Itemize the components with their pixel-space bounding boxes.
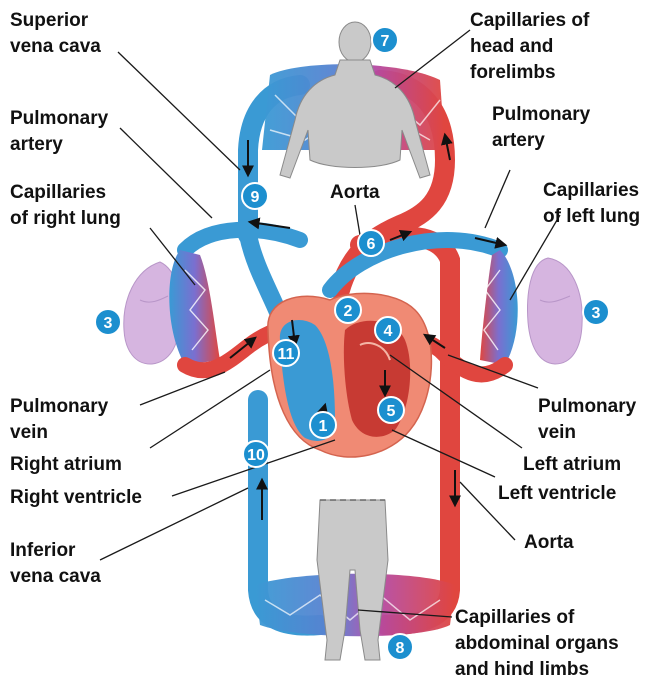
svg-text:9: 9 xyxy=(251,189,260,206)
step-badge-10: 10 xyxy=(243,441,269,467)
svg-text:5: 5 xyxy=(387,403,396,420)
step-badge-4: 4 xyxy=(375,317,401,343)
step-badge-3-right: 3 xyxy=(583,299,609,325)
lower-capillary-bed xyxy=(255,574,455,637)
step-badge-1: 1 xyxy=(310,412,336,438)
upper-body-figure xyxy=(280,22,430,178)
left-lung xyxy=(528,258,583,364)
step-badge-5: 5 xyxy=(378,397,404,423)
svg-text:8: 8 xyxy=(396,640,405,657)
label-left-atrium: Left atrium xyxy=(523,454,621,475)
label-right-atrium: Right atrium xyxy=(10,454,122,475)
label-pulmonary-vein-left: Pulmonary vein xyxy=(10,396,113,443)
label-right-ventricle: Right ventricle xyxy=(10,487,142,508)
label-inferior-vena-cava: Inferior vena cava xyxy=(10,540,101,587)
label-pulmonary-artery-right: Pulmonary artery xyxy=(492,104,595,151)
svg-text:3: 3 xyxy=(592,305,601,322)
step-badge-3-left: 3 xyxy=(95,309,121,335)
svg-text:2: 2 xyxy=(344,303,353,320)
step-badge-7: 7 xyxy=(372,27,398,53)
label-capillaries-right-lung: Capillaries of right lung xyxy=(10,182,121,229)
step-badge-9: 9 xyxy=(242,183,268,209)
svg-text:3: 3 xyxy=(104,315,113,332)
label-superior-vena-cava: Superior vena cava xyxy=(10,10,101,57)
label-aorta-bottom: Aorta xyxy=(524,532,574,553)
step-badge-11: 11 xyxy=(273,340,299,366)
label-pulmonary-artery-left: Pulmonary artery xyxy=(10,108,113,155)
step-badge-8: 8 xyxy=(387,634,413,660)
step-badge-2: 2 xyxy=(335,297,361,323)
step-badge-6: 6 xyxy=(358,230,384,256)
label-capillaries-abdominal: Capillaries of abdominal organs and hind… xyxy=(455,607,624,680)
svg-text:7: 7 xyxy=(381,33,390,50)
label-pulmonary-vein-right: Pulmonary vein xyxy=(538,396,641,443)
svg-text:1: 1 xyxy=(319,418,328,435)
svg-text:10: 10 xyxy=(247,447,265,464)
label-left-ventricle: Left ventricle xyxy=(498,483,616,504)
svg-text:6: 6 xyxy=(367,236,376,253)
label-aorta-top: Aorta xyxy=(330,182,380,203)
svg-text:4: 4 xyxy=(384,323,393,340)
label-capillaries-head: Capillaries of head and forelimbs xyxy=(470,10,595,83)
label-capillaries-left-lung: Capillaries of left lung xyxy=(543,180,644,227)
svg-text:11: 11 xyxy=(278,346,295,363)
